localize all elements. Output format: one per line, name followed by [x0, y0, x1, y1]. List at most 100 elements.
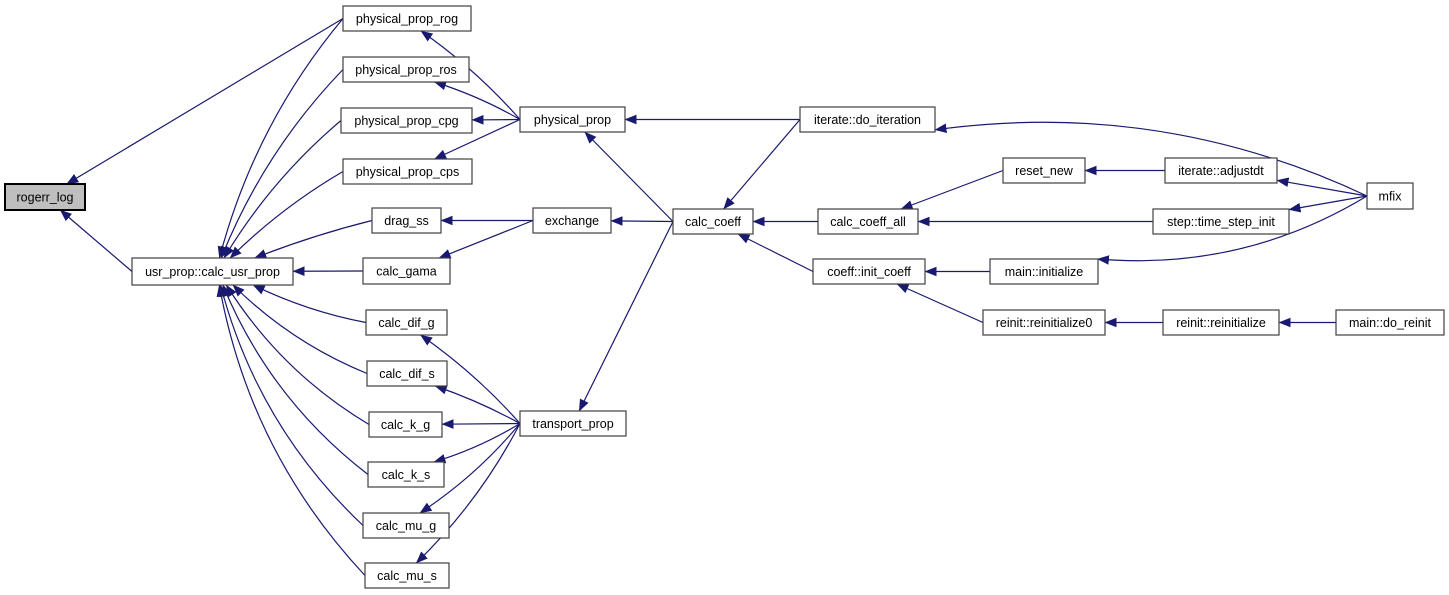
node-calc_usr_prop[interactable]: usr_prop::calc_usr_prop: [131, 257, 294, 286]
node-box-initialize: [989, 258, 1099, 285]
node-box-mfix: [1366, 182, 1414, 210]
node-transport_prop[interactable]: transport_prop: [519, 410, 627, 437]
node-box-pp_rog: [342, 5, 472, 32]
node-label-do_iteration: iterate::do_iteration: [814, 113, 921, 127]
edge-pp_rog-to-rogerr_log: [66, 17, 344, 185]
node-box-reinitialize: [1162, 309, 1280, 336]
node-label-calc_usr_prop: usr_prop::calc_usr_prop: [145, 265, 280, 279]
node-label-calc_mu_s: calc_mu_s: [377, 569, 437, 583]
node-calc_gama[interactable]: calc_gama: [362, 257, 451, 285]
node-box-calc_mu_g: [362, 512, 450, 539]
node-box-drag_ss: [371, 207, 442, 234]
node-label-calc_dif_s: calc_dif_s: [379, 367, 435, 381]
edge-mfix-to-initialize: [1096, 195, 1368, 265]
node-pp_ros[interactable]: physical_prop_ros: [342, 56, 470, 83]
node-box-calc_mu_s: [364, 562, 450, 589]
node-box-calc_coeff_all: [817, 208, 919, 235]
edge-pp_cps-to-calc_usr_prop: [229, 170, 344, 259]
edge-exchange-to-calc_gama: [438, 219, 534, 259]
node-time_step_init[interactable]: step::time_step_init: [1152, 208, 1290, 235]
node-calc_k_g[interactable]: calc_k_g: [368, 411, 443, 438]
node-label-calc_coeff: calc_coeff: [685, 215, 742, 229]
node-box-calc_dif_s: [366, 360, 448, 387]
node-calc_mu_s[interactable]: calc_mu_s: [364, 562, 450, 589]
edge-mfix-to-time_step_init: [1288, 195, 1368, 213]
node-label-calc_coeff_all: calc_coeff_all: [830, 215, 906, 229]
edge-physical_prop-to-pp_ros: [434, 80, 521, 121]
node-label-initialize: main::initialize: [1005, 265, 1084, 279]
node-label-reset_new: reset_new: [1015, 164, 1074, 178]
node-label-pp_cpg: physical_prop_cpg: [354, 114, 458, 128]
edge-transport_prop-to-calc_mu_g: [419, 423, 521, 514]
node-label-pp_cps: physical_prop_cps: [356, 165, 460, 179]
node-init_coeff[interactable]: coeff::init_coeff: [812, 258, 926, 285]
node-adjustdt[interactable]: iterate::adjustdt: [1164, 157, 1278, 184]
node-box-calc_usr_prop: [131, 257, 294, 286]
node-box-calc_k_g: [368, 411, 443, 438]
node-label-calc_gama: calc_gama: [376, 265, 436, 279]
node-physical_prop[interactable]: physical_prop: [519, 106, 626, 133]
node-label-reinitialize0: reinit::reinitialize0: [996, 316, 1093, 330]
node-pp_cps[interactable]: physical_prop_cps: [342, 158, 473, 185]
node-box-do_iteration: [799, 106, 936, 133]
node-box-exchange: [532, 207, 612, 234]
edge-mfix-to-do_iteration: [934, 121, 1368, 197]
node-box-reinitialize0: [982, 309, 1106, 336]
edge-transport_prop-to-calc_k_g: [441, 419, 521, 429]
node-pp_rog[interactable]: physical_prop_rog: [342, 5, 472, 32]
node-label-calc_k_s: calc_k_s: [382, 468, 431, 482]
node-box-reset_new: [1002, 157, 1086, 184]
node-calc_coeff_all[interactable]: calc_coeff_all: [817, 208, 919, 235]
edge-init_coeff-to-calc_coeff: [737, 233, 814, 273]
node-calc_k_s[interactable]: calc_k_s: [367, 461, 445, 488]
edge-pp_cpg-to-calc_usr_prop: [223, 120, 342, 259]
node-box-pp_cpg: [340, 107, 473, 134]
edge-do_iteration-to-calc_coeff: [723, 119, 801, 210]
edge-calc_mu_g-to-calc_usr_prop: [218, 284, 364, 526]
edge-calc_mu_s-to-calc_usr_prop: [216, 284, 366, 576]
node-calc_mu_g[interactable]: calc_mu_g: [362, 512, 450, 539]
node-rogerr_log[interactable]: rogerr_log: [4, 183, 86, 211]
node-exchange[interactable]: exchange: [532, 207, 612, 234]
node-box-calc_dif_g: [365, 309, 448, 336]
node-initialize[interactable]: main::initialize: [989, 258, 1099, 285]
node-reinitialize0[interactable]: reinit::reinitialize0: [982, 309, 1106, 336]
node-pp_cpg[interactable]: physical_prop_cpg: [340, 107, 473, 134]
node-calc_coeff[interactable]: calc_coeff: [672, 208, 754, 235]
node-label-transport_prop: transport_prop: [532, 417, 613, 431]
node-label-do_reinit: main::do_reinit: [1349, 316, 1432, 330]
edge-transport_prop-to-calc_dif_s: [434, 385, 521, 425]
edge-mfix-to-adjustdt: [1276, 177, 1368, 197]
node-do_iteration[interactable]: iterate::do_iteration: [799, 106, 936, 133]
node-label-pp_ros: physical_prop_ros: [355, 63, 456, 77]
node-calc_dif_s[interactable]: calc_dif_s: [366, 360, 448, 387]
edge-calc_k_g-to-calc_usr_prop: [225, 284, 370, 426]
node-box-adjustdt: [1164, 157, 1278, 184]
node-label-reinitialize: reinit::reinitialize: [1176, 316, 1266, 330]
node-drag_ss[interactable]: drag_ss: [371, 207, 442, 234]
node-label-mfix: mfix: [1379, 190, 1403, 204]
node-box-calc_coeff: [672, 208, 754, 235]
node-mfix[interactable]: mfix: [1366, 182, 1414, 210]
edge-reset_new-to-calc_coeff_all: [900, 169, 1004, 210]
edges-layer: [59, 17, 1368, 576]
node-calc_dif_g[interactable]: calc_dif_g: [365, 309, 448, 336]
node-reinitialize[interactable]: reinit::reinitialize: [1162, 309, 1280, 336]
edge-calc_coeff-to-transport_prop: [578, 221, 674, 412]
edge-calc_k_s-to-calc_usr_prop: [222, 284, 369, 475]
node-box-transport_prop: [519, 410, 627, 437]
node-box-pp_cps: [342, 158, 473, 185]
edge-physical_prop-to-pp_cps: [434, 118, 521, 160]
node-label-rogerr_log: rogerr_log: [17, 191, 74, 205]
node-label-exchange: exchange: [545, 214, 599, 228]
edge-transport_prop-to-calc_mu_s: [415, 423, 521, 564]
node-label-time_step_init: step::time_step_init: [1167, 215, 1275, 229]
node-reset_new[interactable]: reset_new: [1002, 157, 1086, 184]
node-label-adjustdt: iterate::adjustdt: [1178, 164, 1264, 178]
node-box-rogerr_log: [4, 183, 86, 211]
node-label-drag_ss: drag_ss: [384, 214, 428, 228]
edge-transport_prop-to-calc_k_s: [433, 422, 521, 464]
node-do_reinit[interactable]: main::do_reinit: [1335, 309, 1445, 336]
